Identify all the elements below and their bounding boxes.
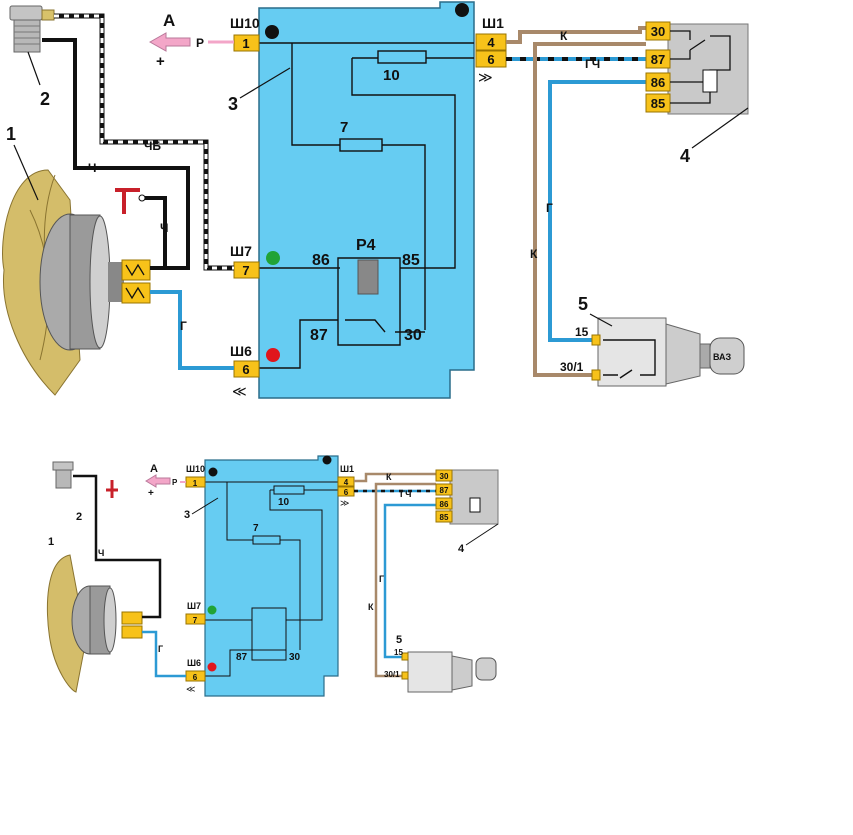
control-unit-3 (258, 1, 475, 399)
top-diagram: 10 7 Р4 86 85 87 30 1 Ш10 4 6 Ш1 ≫ 7 Ш7 … (2, 1, 749, 399)
bottom-sh1-label: Ш1 (340, 464, 354, 474)
ign-30-1-label: 30/1 (560, 360, 584, 374)
item-5-label: 5 (578, 294, 588, 314)
arrow-a-sign: + (156, 53, 165, 70)
svg-text:≫: ≫ (340, 498, 349, 508)
sh10-label: Ш10 (230, 15, 260, 31)
green-indicator (266, 251, 280, 265)
connector-symbol-sh6: ≪ (232, 383, 247, 399)
bottom-item-5-label: 5 (396, 634, 402, 646)
wire-k-label: К (560, 29, 568, 43)
sh1-label: Ш1 (482, 15, 504, 31)
bottom-r4-86-label: 86 (440, 500, 449, 509)
relay-87-label: 87 (310, 327, 328, 344)
temp-sensor-2 (9, 5, 55, 53)
bottom-sh7-label: Ш7 (187, 601, 201, 611)
bottom-item-2-label: 2 (76, 511, 82, 523)
ign-15-label: 15 (575, 325, 589, 339)
fuse-7-label: 7 (340, 119, 348, 136)
bottom-ign-30-1-label: 30/1 (384, 670, 400, 679)
bottom-sh7-pin-label: 7 (193, 616, 198, 625)
bottom-ign-15-label: 15 (394, 648, 403, 657)
fuse-7 (339, 138, 383, 152)
relay-86-label: 86 (312, 252, 330, 269)
item-3-label: 3 (228, 94, 238, 114)
sh6-label: Ш6 (230, 343, 252, 359)
wire-k2-label: К (530, 247, 538, 261)
top-r4-86-label: 86 (651, 75, 665, 90)
bottom-wire-g-label: Г (158, 644, 163, 654)
arrow-a-wire: Р (196, 36, 204, 50)
bottom-sh10-pin-label: 1 (193, 479, 198, 488)
bottom-arrow-letter-label: А (150, 463, 158, 475)
bottom-wire-ch-label: Ч (98, 548, 104, 558)
wire-g-label: Г (180, 319, 187, 333)
bottom-r4-87-label: 87 (440, 486, 449, 495)
mount-hole-left (265, 25, 279, 39)
bottom-wire-g2-label: Г (379, 574, 384, 584)
bottom-sh1-pin-b-label: 6 (344, 488, 349, 497)
bottom-r4-85-label: 85 (440, 513, 449, 522)
unit-internal-wiring (259, 42, 474, 369)
item-2-label: 2 (40, 89, 50, 109)
item-1-label: 1 (6, 124, 16, 144)
bottom-sh6-label: Ш6 (187, 658, 201, 668)
key-brand: ВАЗ (713, 352, 732, 362)
top-r4-30-label: 30 (651, 24, 665, 39)
bottom-item-3-label: 3 (184, 509, 190, 521)
bottom-r4-30-label: 30 (440, 472, 449, 481)
relay-coil-p4 (357, 259, 379, 295)
top-sh10-pin-label: 1 (242, 36, 249, 51)
top-sh1-pin-a-label: 4 (487, 35, 495, 50)
relay-p4-label: Р4 (356, 237, 376, 254)
mount-hole-right (455, 3, 469, 17)
bottom-wire-k-label: К (386, 472, 392, 482)
relay-85-label: 85 (402, 252, 420, 269)
item-4-label: 4 (680, 146, 690, 166)
bottom-item-1-label: 1 (48, 536, 54, 548)
bottom-item-4-label: 4 (458, 543, 465, 555)
connector-symbol-sh1: ≫ (478, 69, 493, 85)
bottom-sh6-pin-label: 6 (193, 673, 198, 682)
wire-g2-label: Г (546, 201, 553, 215)
svg-text:≪: ≪ (186, 684, 195, 694)
bottom-fuse-10-label: 10 (278, 497, 290, 508)
small-internal-wiring (205, 481, 338, 677)
wire-chb-label: ЧБ (144, 139, 161, 153)
bottom-diagram: 10 7 87 30 1 Ш10 4 6 Ш1 ≫ 7 Ш7 6 Ш6 ≪ А … (46, 455, 499, 697)
bottom-arrow-wire-label: Р (172, 478, 178, 487)
relay-4-body (667, 23, 749, 115)
bottom-wire-gch-label: ГЧ (400, 489, 411, 499)
fan-connector-bottom (121, 282, 151, 304)
top-r4-85-label: 85 (651, 96, 665, 111)
arrow-a-label: А (163, 11, 175, 30)
top-sh1-pin-b-label: 6 (487, 52, 494, 67)
sh7-label: Ш7 (230, 243, 252, 259)
bottom-sh1-pin-a-label: 4 (344, 478, 349, 487)
bottom-arrow-sign-label: + (148, 488, 154, 499)
ignition-switch-5 (597, 317, 745, 387)
bottom-relay-30-label: 30 (289, 652, 301, 663)
bottom-fuse-7-label: 7 (253, 523, 259, 534)
top-wires (42, 13, 646, 377)
fuse-10-label: 10 (383, 67, 400, 84)
wire-ch-label-2: Ч (160, 221, 168, 235)
fuse-10 (377, 50, 427, 64)
wire-ch-label-1: Ч (88, 161, 96, 175)
bottom-relay-87-label: 87 (236, 652, 248, 663)
top-sh6-pin-label: 6 (242, 362, 249, 377)
bottom-wire-k2-label: К (368, 602, 374, 612)
top-r4-87-label: 87 (651, 52, 665, 67)
fan-motor-1 (2, 169, 124, 396)
top-sh7-pin-label: 7 (242, 263, 249, 278)
fan-connector-top (121, 259, 151, 281)
wire-gch-label: ГЧ (585, 57, 600, 71)
arrow-a-plus (148, 32, 191, 52)
bottom-sh10-label: Ш10 (186, 464, 205, 474)
relay-30-label: 30 (404, 327, 422, 344)
control-unit-3-small (204, 455, 339, 697)
red-indicator (266, 348, 280, 362)
